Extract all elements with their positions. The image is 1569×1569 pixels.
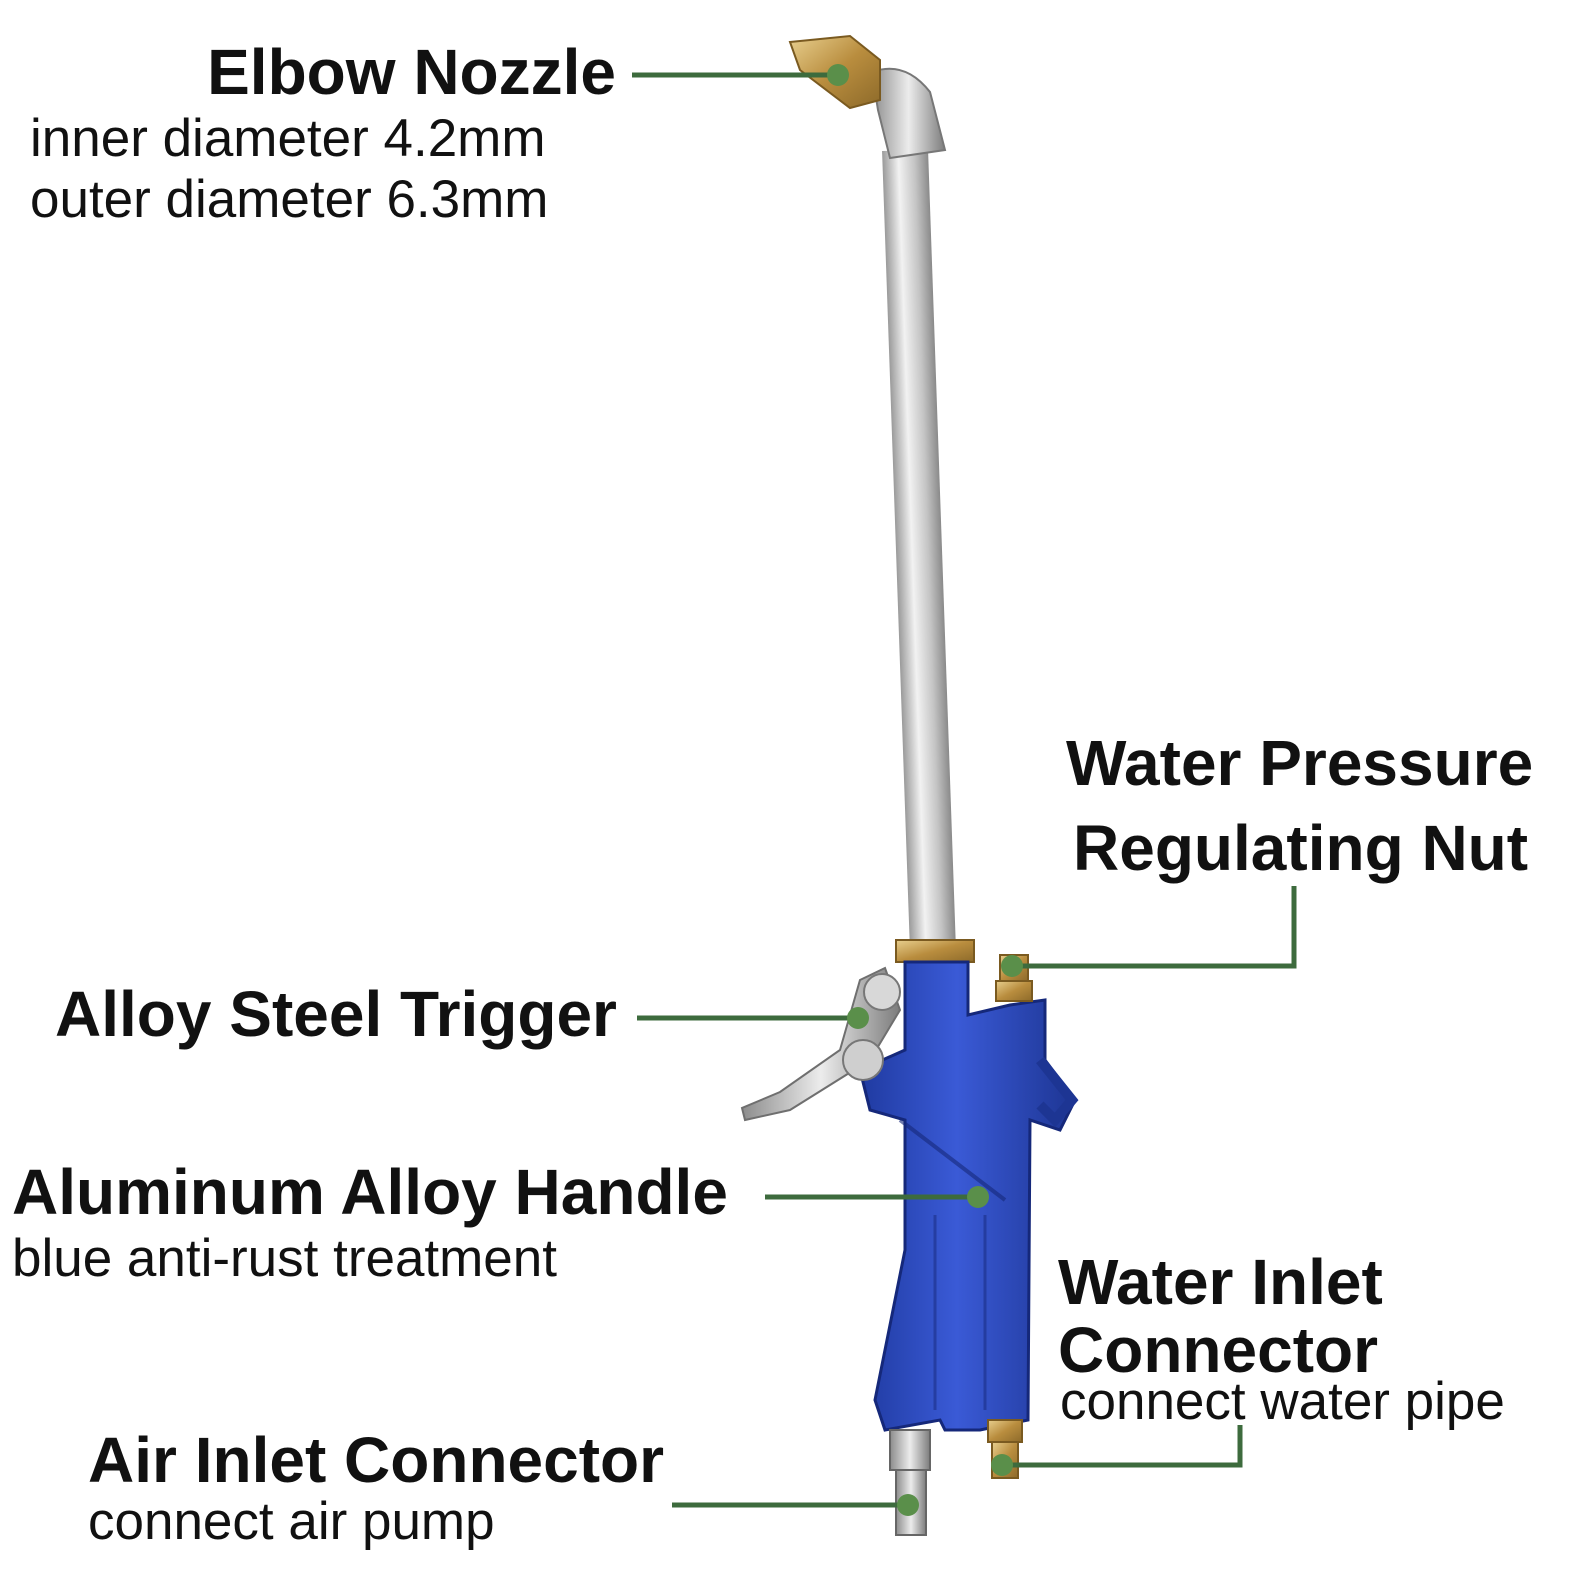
water-inlet-subtitle: connect water pipe: [1060, 1372, 1505, 1431]
pressure-nut-title-line2: Regulating Nut: [1073, 812, 1529, 884]
trigger-title: Alloy Steel Trigger: [55, 978, 617, 1050]
water-inlet-title-line1: Water Inlet: [1058, 1246, 1383, 1318]
air-inlet-subtitle: connect air pump: [88, 1492, 495, 1551]
leader-pressure-nut: [1001, 886, 1297, 977]
handle-subtitle: blue anti-rust treatment: [12, 1229, 557, 1288]
elbow-nozzle-outer-diameter: outer diameter 6.3mm: [30, 170, 549, 229]
leader-elbow-nozzle: [632, 64, 849, 86]
handle-title: Aluminum Alloy Handle: [12, 1156, 728, 1228]
trigger-lever: [740, 966, 902, 1122]
extension-tube: [882, 149, 956, 951]
leader-water-inlet: [991, 1425, 1243, 1476]
air-inlet-title: Air Inlet Connector: [88, 1424, 665, 1496]
pressure-nut-title-line1: Water Pressure: [1066, 727, 1534, 799]
elbow-nozzle-title: Elbow Nozzle: [207, 36, 616, 108]
leader-air-inlet: [672, 1494, 919, 1516]
elbow-nozzle: [788, 34, 947, 160]
water-inlet-title-line2: Connector: [1058, 1314, 1378, 1386]
leader-handle: [765, 1186, 989, 1208]
leader-trigger: [637, 1007, 869, 1029]
elbow-nozzle-inner-diameter: inner diameter 4.2mm: [30, 109, 546, 168]
air-inlet-fitting: [889, 1429, 931, 1536]
brass-collar: [895, 939, 975, 963]
